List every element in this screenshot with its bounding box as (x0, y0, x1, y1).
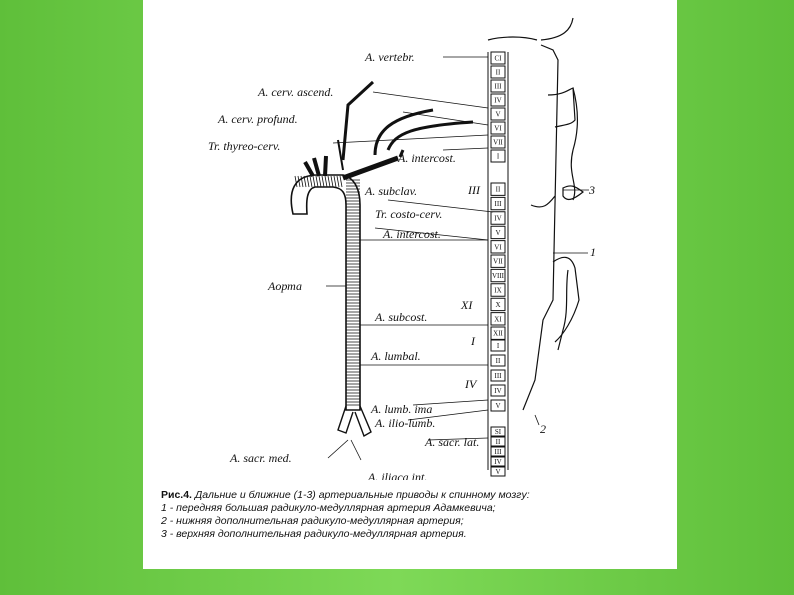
label-aorta: Aорта (267, 279, 302, 293)
vertebra-label-sacral-2: II (496, 438, 501, 446)
label-subcostal-artery: A. subcost. (374, 310, 427, 324)
vertebra-label-sacral-1: SI (495, 428, 502, 436)
arterial-supply-diagram: A. vertebr. A. cerv. ascend. A. cerv. pr… (143, 0, 677, 480)
vertebra-label-cervical-2: II (496, 69, 501, 77)
label-lowest-lumbar-artery: A. lumb. ima (370, 402, 432, 416)
slide-frame: A. vertebr. A. cerv. ascend. A. cerv. pr… (143, 0, 677, 569)
vertebra-label-thoracic-6: VII (493, 258, 503, 266)
vertebra-label-thoracic-5: VI (494, 243, 502, 251)
vertebra-labels: CIIIIIIIVVVIVIIIIIIIIIVVVIVIIVIIIIXXXIXI… (492, 55, 505, 477)
label-deep-cervical-artery: A. cerv. profund. (217, 112, 298, 126)
vertebra-label-lumbar-5: V (495, 402, 500, 410)
caption-figure-number: Рис.4. (161, 489, 192, 501)
roman-thoracic-11: XI (460, 298, 473, 312)
label-iliolumbar-artery: A. ilio-lumb. (374, 416, 435, 430)
spinal-column (488, 18, 583, 476)
label-lumbar-artery: A. lumbal. (370, 349, 421, 363)
caption-line-1: 1 - передняя большая радикуло-медуллярна… (161, 502, 661, 515)
leader-lines (326, 57, 589, 460)
artery-labels: A. vertebr. A. cerv. ascend. A. cerv. pr… (208, 50, 596, 480)
vertebra-label-cervical-3: III (495, 83, 503, 91)
vertebra-label-cervical-1: CI (495, 55, 503, 63)
vertebra-label-thoracic-4: V (495, 229, 500, 237)
vertebra-label-thoracic-7: VIII (492, 272, 505, 280)
vertebra-label-sacral-4: IV (494, 458, 501, 466)
vertebra-label-sacral-5: V (495, 468, 500, 476)
marker-1: 1 (590, 245, 596, 259)
label-median-sacral-artery: A. sacr. med. (229, 451, 292, 465)
caption-line-2: 2 - нижняя дополнительная радикуло-медул… (161, 515, 661, 528)
label-vertebral-artery: A. vertebr. (364, 50, 415, 64)
label-ascending-cervical-artery: A. cerv. ascend. (257, 85, 333, 99)
vertebra-label-cervical-6: VI (494, 125, 502, 133)
vertebra-label-lumbar-1: I (497, 342, 500, 350)
vertebra-label-lumbar-3: III (495, 372, 503, 380)
aorta (291, 175, 371, 436)
vertebra-label-lumbar-4: IV (494, 387, 501, 395)
roman-lumbar-1: I (470, 334, 476, 348)
vertebra-label-thoracic-2: III (495, 200, 503, 208)
figure-caption: Рис.4. Дальние и ближние (1-3) артериаль… (161, 489, 661, 541)
roman-lumbar-4: IV (464, 377, 478, 391)
vertebra-label-cervical-7: VII (493, 139, 503, 147)
vertebra-label-cervical-4: IV (494, 97, 501, 105)
vertebra-label-thoracic-8: IX (494, 287, 501, 295)
marker-3: 3 (588, 183, 595, 197)
vertebra-label-thoracic-9: X (495, 301, 500, 309)
vertebra-label-thoracic-1: II (496, 186, 501, 194)
caption-line-3: 3 - верхняя дополнительная радикуло-меду… (161, 528, 661, 541)
label-lateral-sacral-artery: A. sacr. lat. (424, 435, 479, 449)
roman-thoracic-3: III (467, 183, 481, 197)
label-costocervical-trunk: Tr. costo-cerv. (375, 207, 442, 221)
label-thyrocervical-trunk: Tr. thyreo-cerv. (208, 139, 280, 153)
caption-title-line: Рис.4. Дальние и ближние (1-3) артериаль… (161, 489, 661, 502)
label-internal-iliac-artery: A. iliaca int. (367, 470, 427, 480)
vertebra-label-lumbar-2: II (496, 357, 501, 365)
label-subclavian-artery: A. subclav. (364, 184, 417, 198)
vertebra-label-thoracic-10: XI (494, 315, 502, 323)
vertebra-label-cervical-5: V (495, 111, 500, 119)
vertebra-label-sacral-3: III (495, 448, 503, 456)
label-intercostal-artery: A. intercost. (382, 227, 441, 241)
vertebra-label-cervical-8: I (497, 153, 500, 161)
marker-2: 2 (540, 422, 546, 436)
label-upper-intercostal-artery: A. intercost. (397, 151, 456, 165)
caption-title-text: Дальние и ближние (1-3) артериальные при… (195, 489, 530, 501)
vertebra-label-thoracic-11: XII (493, 330, 503, 338)
vertebra-label-thoracic-3: IV (494, 215, 501, 223)
